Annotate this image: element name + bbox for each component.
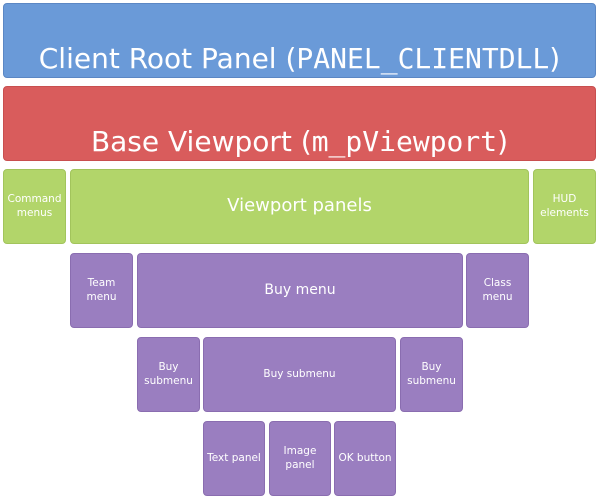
ok-button-box: OK button xyxy=(334,421,396,496)
viewport-panels-box: Viewport panels xyxy=(70,169,529,244)
buy-submenu-right-box: Buy submenu xyxy=(400,337,463,412)
command-menus-box: Command menus xyxy=(3,169,66,244)
hud-elements-box: HUD elements xyxy=(533,169,596,244)
base-viewport-code: m_pViewport xyxy=(311,124,498,158)
image-panel-box: Image panel xyxy=(269,421,331,496)
client-root-panel-close: ) xyxy=(549,41,561,75)
client-root-panel: Client Root Panel (PANEL_CLIENTDLL) xyxy=(3,3,596,78)
buy-submenu-center-box: Buy submenu xyxy=(203,337,396,412)
buy-menu-box: Buy menu xyxy=(137,253,463,328)
buy-submenu-left-box: Buy submenu xyxy=(137,337,200,412)
base-viewport-close: ) xyxy=(497,124,509,158)
team-menu-box: Team menu xyxy=(70,253,133,328)
text-panel-box: Text panel xyxy=(203,421,265,496)
class-menu-box: Class menu xyxy=(466,253,529,328)
base-viewport: Base Viewport (m_pViewport) xyxy=(3,86,596,161)
client-root-panel-label: Client Root Panel ( xyxy=(38,41,297,75)
client-root-panel-code: PANEL_CLIENTDLL xyxy=(296,41,550,75)
base-viewport-label: Base Viewport ( xyxy=(90,124,312,158)
